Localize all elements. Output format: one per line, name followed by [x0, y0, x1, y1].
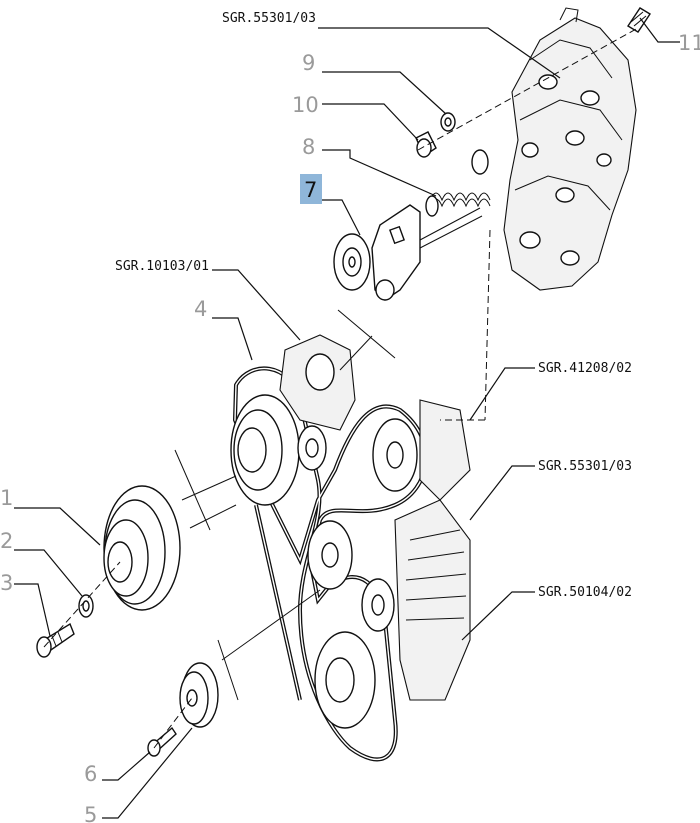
tensioner-assembly-part-7: [333, 204, 483, 301]
bolt-part-10: [415, 131, 437, 158]
callout-9[interactable]: 9: [302, 51, 315, 75]
callout-2[interactable]: 2: [0, 529, 13, 553]
ref-label-sgr-10103-01[interactable]: SGR.10103/01: [115, 259, 209, 274]
callout-6[interactable]: 6: [84, 762, 97, 786]
idler-pulley-part-5: [179, 662, 219, 728]
bolt-part-3: [36, 622, 75, 658]
alternator-pulley: [307, 520, 353, 590]
callout-5[interactable]: 5: [84, 803, 97, 823]
callout-3[interactable]: 3: [0, 571, 13, 595]
callout-1[interactable]: 1: [0, 486, 13, 510]
spring-part-8: [425, 149, 491, 217]
callout-8[interactable]: 8: [302, 135, 315, 159]
callout-10[interactable]: 10: [292, 93, 319, 117]
callout-4[interactable]: 4: [194, 297, 207, 321]
bolt-part-6: [147, 726, 177, 757]
ref-label-sgr-55301-03-mid[interactable]: SGR.55301/03: [538, 459, 632, 474]
callout-11[interactable]: 11: [678, 31, 700, 55]
compressor-pulley: [314, 631, 376, 729]
idler-pulley-right: [372, 418, 418, 492]
washer-part-9: [440, 112, 456, 132]
damper-pulley-part-1: [103, 485, 181, 611]
idler-pulley-upper: [297, 425, 327, 471]
callout-7[interactable]: 7: [304, 178, 317, 202]
alternator-body: [394, 399, 471, 701]
ref-label-sgr-50104-02[interactable]: SGR.50104/02: [538, 585, 632, 600]
power-steering-pump: [279, 334, 356, 431]
pump-pulley: [361, 578, 395, 632]
bolt-part-11: [627, 7, 651, 33]
assembly-axes: [43, 27, 639, 749]
ref-label-sgr-41208-02[interactable]: SGR.41208/02: [538, 361, 632, 376]
washer-part-2: [78, 594, 94, 618]
ref-label-sgr-55301-03-top[interactable]: SGR.55301/03: [222, 11, 316, 26]
engine-bracket: [503, 7, 637, 291]
crankshaft-pulley: [230, 394, 300, 506]
leader-lines: [14, 17, 680, 819]
callout-7-highlight: [300, 174, 322, 204]
